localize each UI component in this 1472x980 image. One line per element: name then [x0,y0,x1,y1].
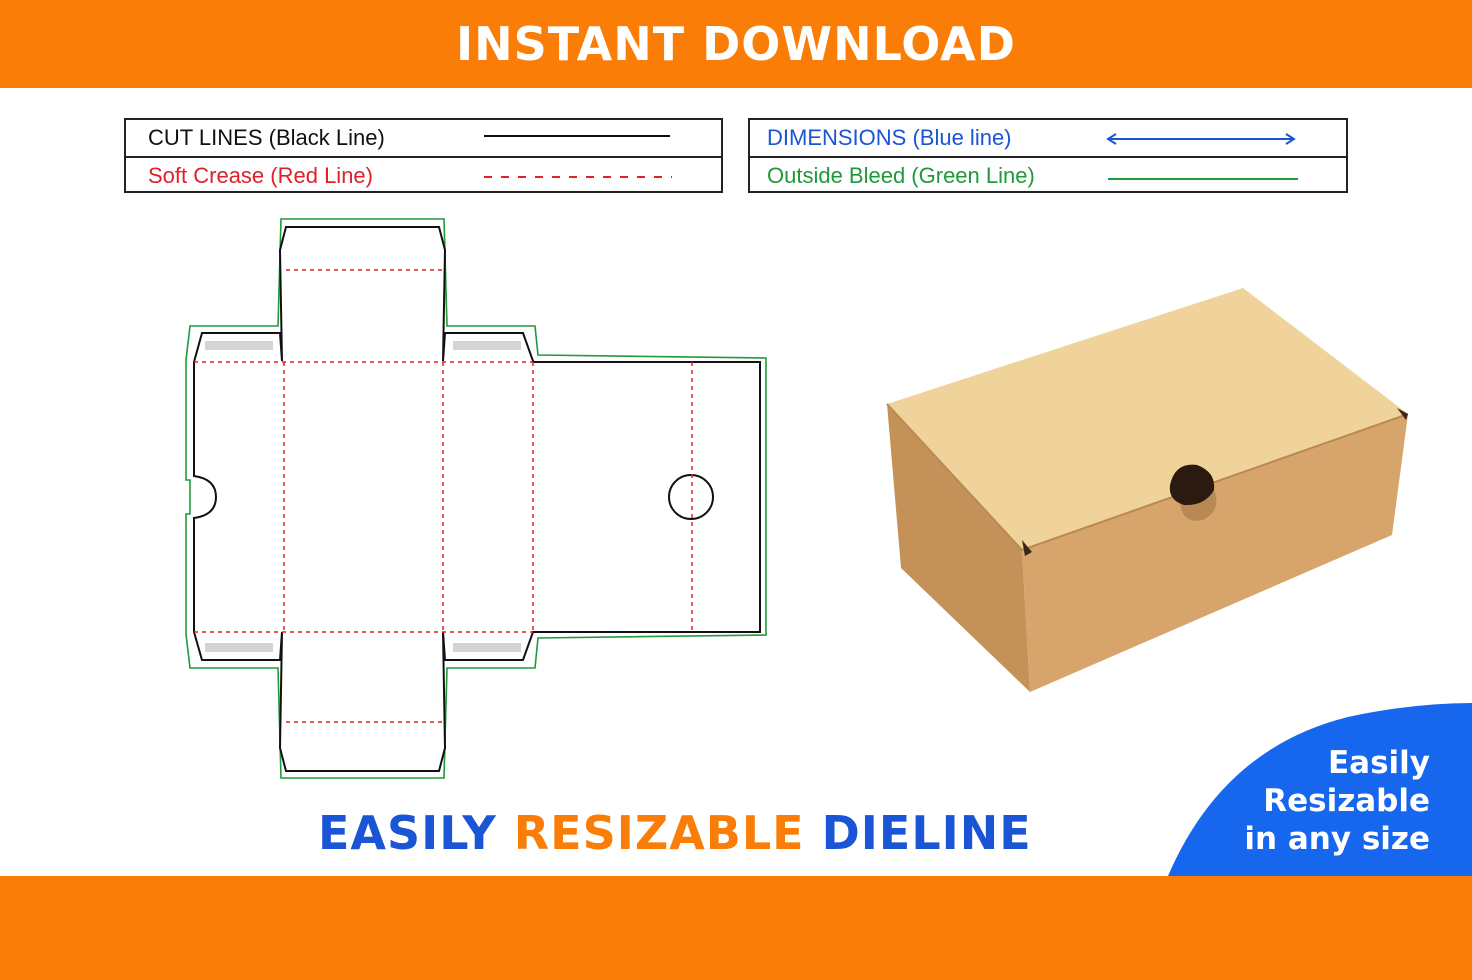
bottom-title-word1: EASILY [318,806,497,860]
glue-strip [453,643,521,652]
legend-dimensions-label: DIMENSIONS (Blue line) [767,125,1012,150]
box-dieline [185,218,767,779]
bottom-title-word2: RESIZABLE [513,806,805,860]
bottom-title: EASILY RESIZABLE DIELINE [318,806,1032,860]
badge-line2: Resizable [1263,783,1430,819]
legend-crease-label: Soft Crease (Red Line) [148,163,373,188]
legend-row-bleed: Outside Bleed (Green Line) [750,156,1346,194]
box-front-face [1022,414,1408,692]
legend-row-cut: CUT LINES (Black Line) [126,120,721,156]
crease-line-sample [484,176,672,178]
badge-text: Easily Resizable in any size [1244,744,1430,858]
legend-bleed-label: Outside Bleed (Green Line) [767,163,1035,188]
bottom-title-word3: DIELINE [821,806,1032,860]
box-side-face [887,404,1030,692]
legend-left: CUT LINES (Black Line) Soft Crease (Red … [124,118,723,193]
legend-row-crease: Soft Crease (Red Line) [126,156,721,194]
crease-lines [194,269,693,723]
top-banner: INSTANT DOWNLOAD [0,0,1472,88]
legend-right: DIMENSIONS (Blue line) Outside Bleed (Gr… [748,118,1348,193]
bleed-line-sample [1108,178,1298,180]
bottom-banner [0,876,1472,980]
glue-strip [453,341,521,350]
legend-cut-label: CUT LINES (Black Line) [148,125,385,150]
cut-outline [193,226,761,772]
box-3d-illustration [886,288,1409,692]
legend-row-dimensions: DIMENSIONS (Blue line) [750,120,1346,156]
glue-strip [205,643,273,652]
cut-line-sample [484,135,670,137]
box-lid-edge [886,403,1409,552]
bleed-outline [185,218,767,779]
resizable-badge [1168,703,1472,876]
badge-line1: Easily [1327,745,1430,781]
header-title: INSTANT DOWNLOAD [456,17,1016,71]
thumb-notch [1169,464,1215,506]
dimension-arrow-sample [1106,133,1296,145]
glue-strip [205,341,273,350]
box-top-face [887,288,1408,550]
badge-line3: in any size [1244,821,1430,857]
thumb-hole [668,474,714,520]
